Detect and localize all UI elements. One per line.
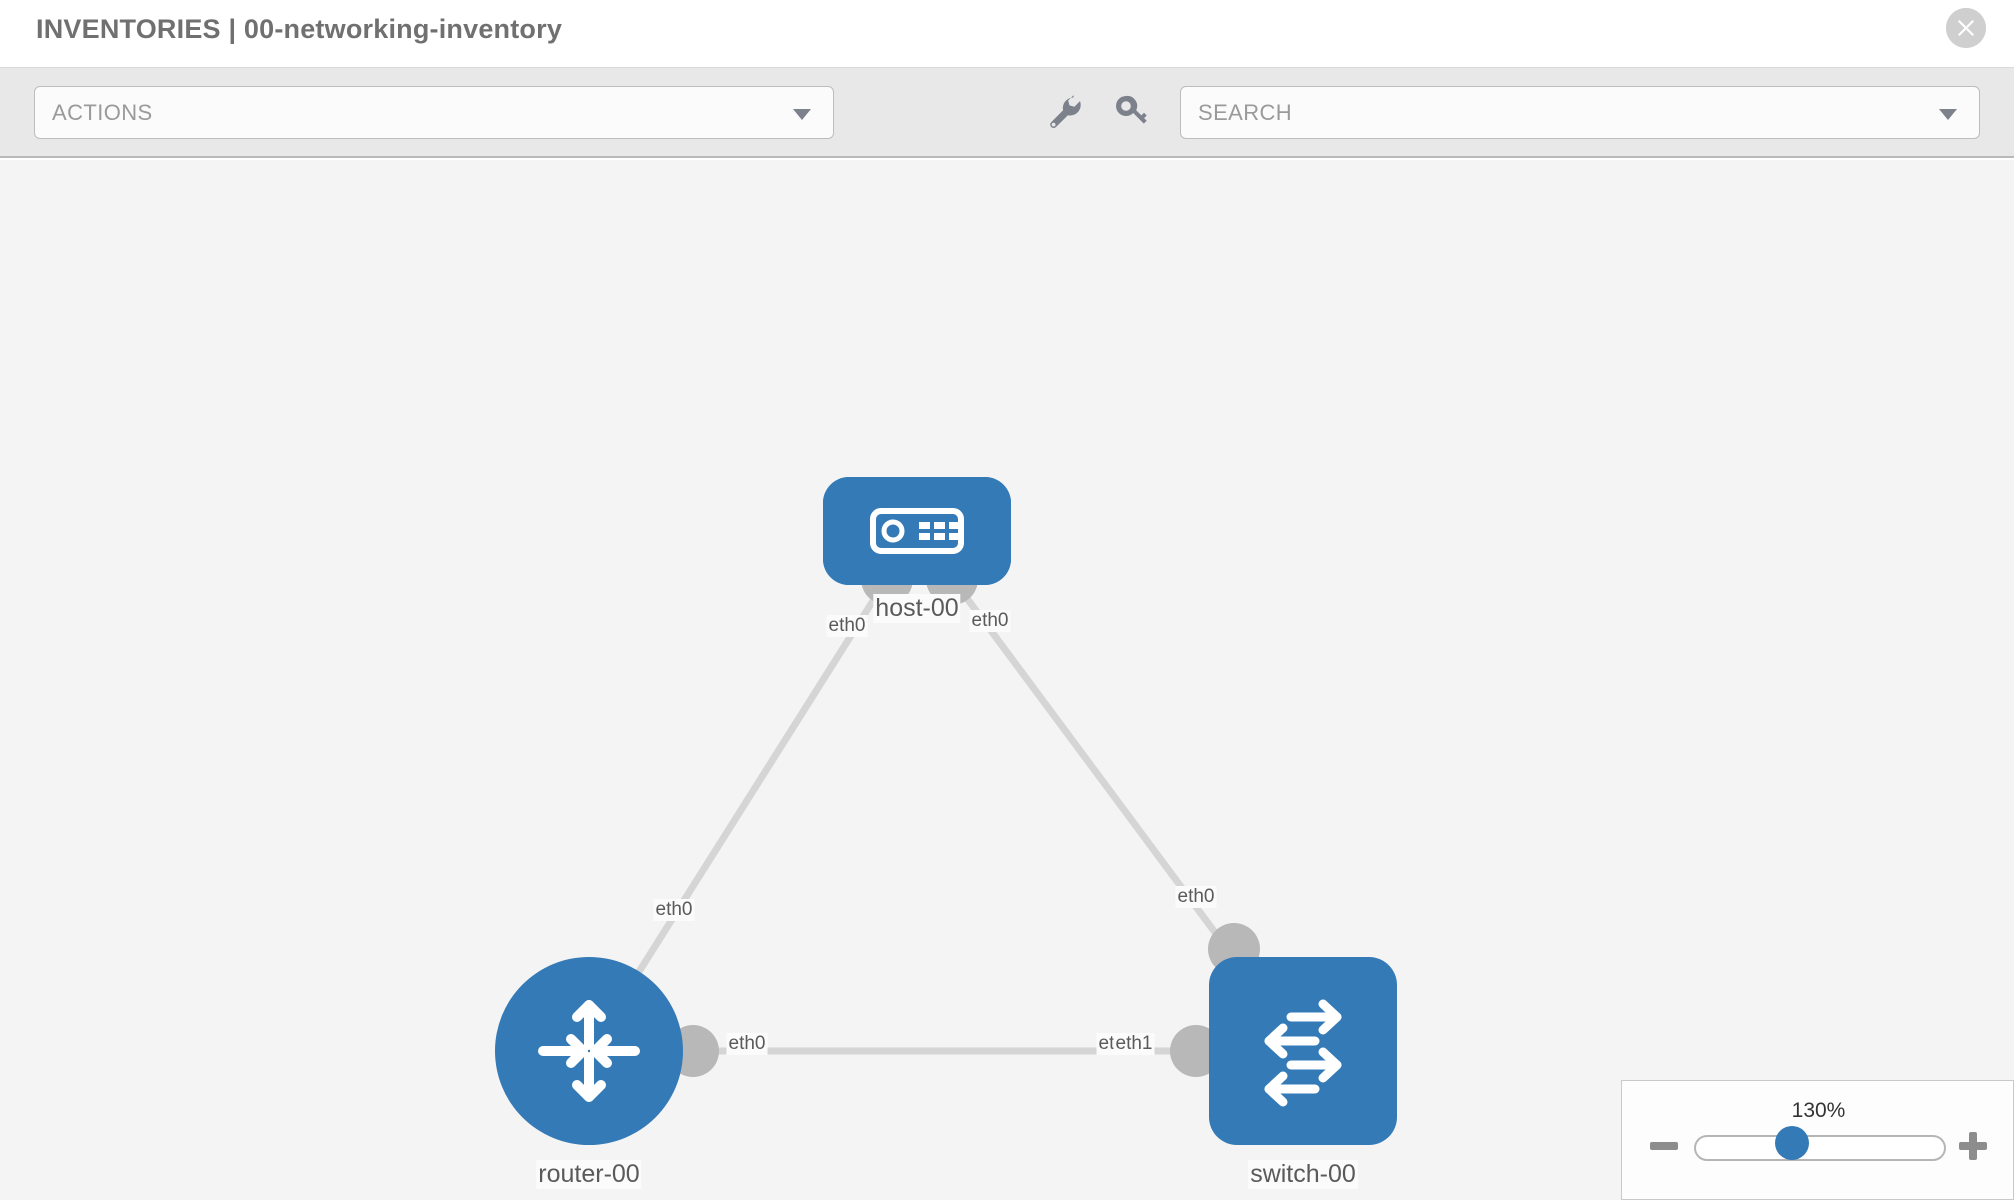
page-header: INVENTORIES | 00-networking-inventory: [0, 0, 2014, 68]
node-switch-00[interactable]: [1209, 957, 1397, 1145]
zoom-slider-thumb[interactable]: [1775, 1126, 1809, 1160]
chevron-down-icon: [1939, 109, 1957, 120]
plus-icon[interactable]: [1955, 1128, 1991, 1164]
key-glyph: [1116, 95, 1147, 124]
close-circle-glyph: [1946, 8, 1986, 48]
node-label-router-00: router-00: [536, 1160, 642, 1189]
actions-dropdown-label: ACTIONS: [52, 100, 153, 125]
iface-label-host00-eth0-right: eth0: [969, 610, 1011, 632]
node-host-00[interactable]: [823, 477, 1011, 585]
iface-label-host00-eth0-left: eth0: [826, 615, 868, 637]
wrench-glyph: [1050, 94, 1081, 128]
node-router-00[interactable]: [495, 957, 683, 1145]
toolbar: ACTIONS SEARCH: [0, 68, 2014, 158]
zoom-slider-track[interactable]: [1694, 1135, 1946, 1161]
plus-glyph: [1959, 1132, 1987, 1160]
search-placeholder: SEARCH: [1198, 100, 1293, 125]
iface-label-switch00-eth0-up: eth0: [1175, 886, 1217, 908]
iface-label-switch00-eth1: eth1: [1113, 1033, 1155, 1055]
node-label-host-00: host-00: [873, 594, 961, 623]
wrench-icon[interactable]: [1042, 90, 1086, 134]
iface-label-router00-eth0-right: eth0: [726, 1033, 768, 1055]
node-label-switch-00: switch-00: [1248, 1160, 1358, 1189]
topology-graph: [495, 477, 1397, 1145]
minus-icon[interactable]: [1646, 1128, 1682, 1164]
key-icon[interactable]: [1110, 90, 1154, 134]
topology-canvas[interactable]: host-00 router-00 switch-00 eth0 eth0 et…: [0, 160, 2014, 1200]
close-icon[interactable]: [1946, 8, 1986, 48]
actions-dropdown[interactable]: ACTIONS: [34, 86, 834, 139]
minus-glyph: [1650, 1142, 1678, 1150]
iface-label-router00-eth0-up: eth0: [653, 899, 695, 921]
page-title: INVENTORIES | 00-networking-inventory: [36, 14, 563, 44]
chevron-down-icon: [793, 109, 811, 120]
zoom-control-panel: 130%: [1621, 1080, 2014, 1200]
topology-endpoints: [667, 553, 1260, 1077]
zoom-percent-label: 130%: [1791, 1099, 1846, 1122]
search-input[interactable]: SEARCH: [1180, 86, 1980, 139]
